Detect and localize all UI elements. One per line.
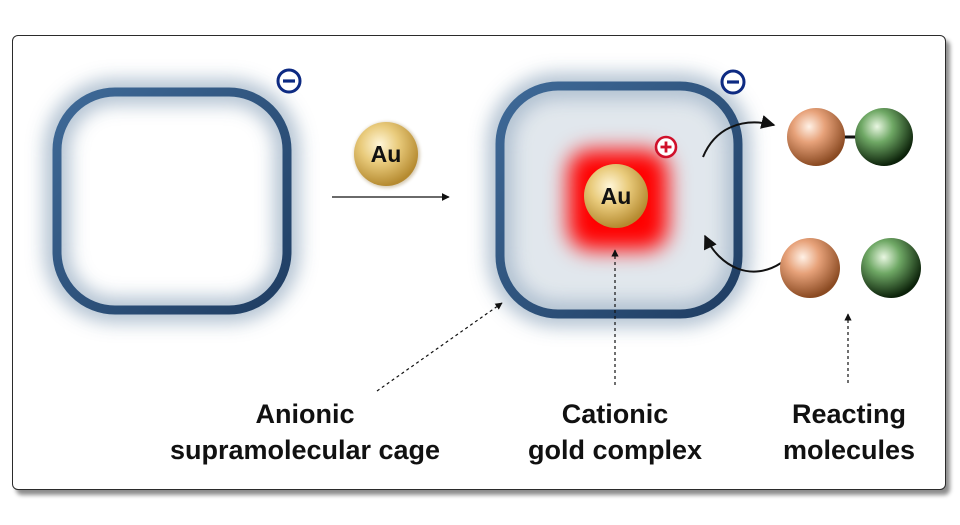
reacting-label-line2: molecules [782,435,916,465]
reactant-in-arrow [704,234,782,273]
anionic-label-line2: supramolecular cage [169,435,441,465]
green-sphere-top [855,108,913,166]
green-sphere-bottom [861,238,921,298]
free-gold-atom: Au [354,122,420,188]
free-gold-label: Au [371,141,402,167]
minus-sign-left [276,68,302,94]
product-out-arrow [702,115,776,158]
orange-sphere-bottom [780,238,840,298]
minus-sign-right [720,69,746,95]
empty-anionic-cage [44,79,300,323]
bound-gold-label: Au [601,183,632,209]
cationic-label-line2: gold complex [527,435,703,465]
orange-sphere-top [787,108,845,166]
cationic-gold-label: Cationic gold complex [505,396,725,468]
plus-sign [654,135,678,159]
reactant-molecules [780,238,921,298]
anionic-label-line1: Anionic [255,399,355,429]
bound-gold-atom: Au [584,164,648,228]
product-molecule [787,108,913,166]
anionic-cage-label: Anionic supramolecular cage [145,396,465,468]
reacting-molecules-label: Reacting molecules [766,396,932,468]
reacting-label-line1: Reacting [791,399,907,429]
cage-pointer-arrow [376,302,503,392]
cationic-label-line1: Cationic [561,399,669,429]
